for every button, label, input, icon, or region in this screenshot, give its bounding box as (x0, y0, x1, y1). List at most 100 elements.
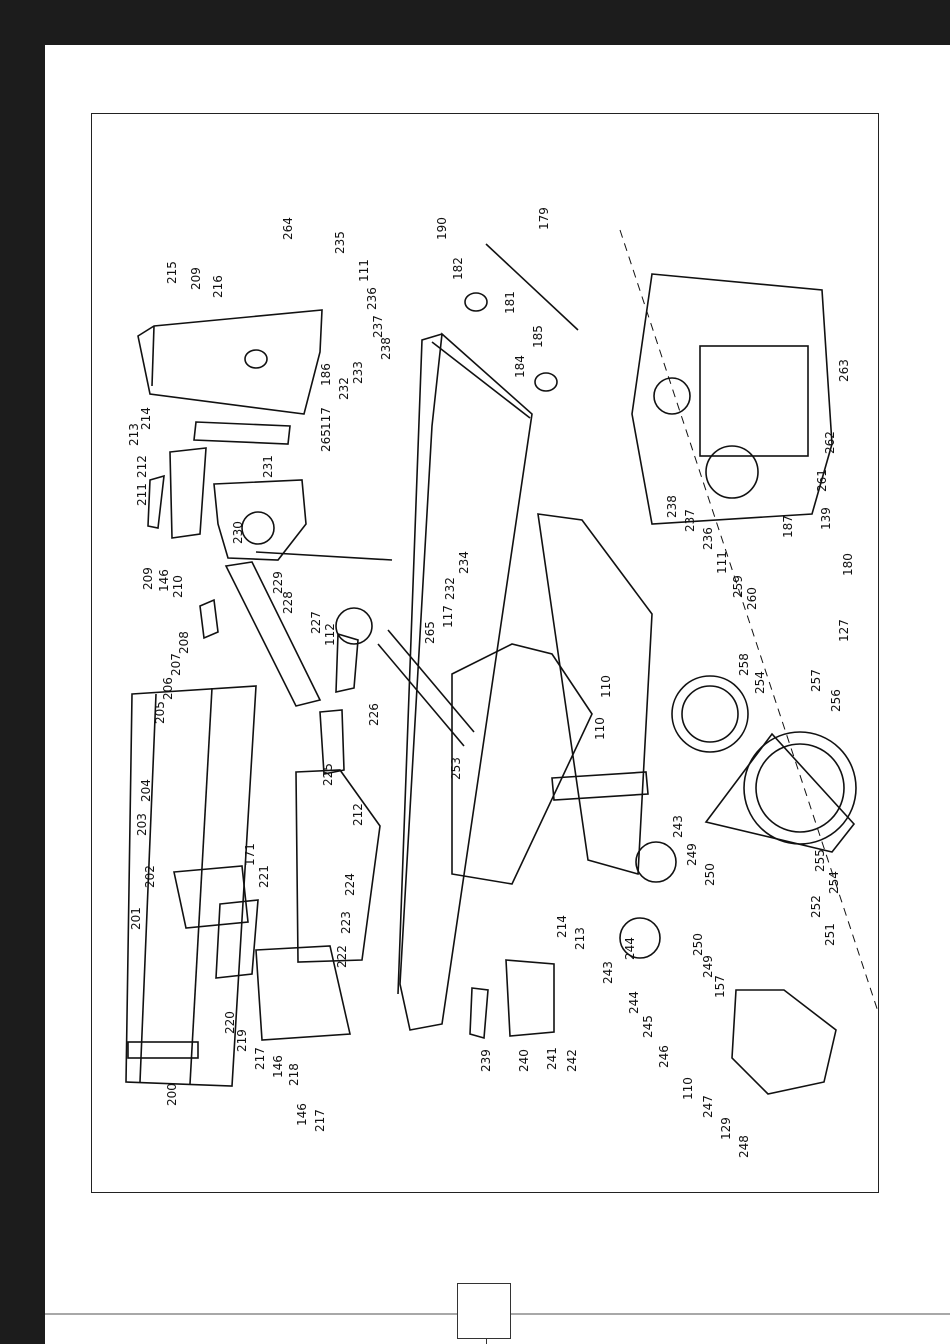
label-241: 241 (545, 1047, 559, 1070)
label-222: 222 (335, 945, 349, 968)
guard-hole (244, 349, 268, 369)
label-214-top: 214 (139, 407, 153, 430)
guard-housing (137, 309, 323, 415)
label-256: 256 (829, 689, 843, 712)
label-242: 242 (565, 1049, 579, 1072)
label-200: 200 (165, 1083, 179, 1106)
label-211: 211 (135, 483, 149, 506)
label-146-c: 146 (295, 1103, 309, 1126)
label-208: 208 (177, 631, 191, 654)
label-117-b: 117 (441, 605, 455, 628)
cover-plate (193, 421, 291, 445)
label-245: 245 (641, 1015, 655, 1038)
main-table (399, 332, 533, 1031)
label-205: 205 (153, 701, 167, 724)
part-200 (127, 1041, 199, 1059)
pulley-258 (671, 675, 749, 753)
label-223: 223 (339, 911, 353, 934)
chain-248 (731, 989, 837, 1095)
label-212-top: 212 (135, 455, 149, 478)
label-127: 127 (837, 619, 851, 642)
label-217-a: 217 (253, 1047, 267, 1070)
plate-224 (295, 769, 381, 963)
label-234: 234 (457, 551, 471, 574)
gear-112 (335, 607, 373, 645)
label-239: 239 (479, 1049, 493, 1072)
label-243-b: 243 (601, 961, 615, 984)
label-110-a: 110 (599, 675, 613, 698)
label-230: 230 (231, 521, 245, 544)
label-210: 210 (171, 575, 185, 598)
base-bracket (255, 945, 351, 1041)
label-238: 238 (379, 337, 393, 360)
label-213-top: 213 (127, 423, 141, 446)
label-111: 111 (357, 259, 371, 282)
bracket-240 (505, 959, 555, 1037)
label-171: 171 (243, 843, 257, 866)
label-209-b: 209 (141, 567, 155, 590)
label-238-b: 238 (665, 495, 679, 518)
cover-window (699, 345, 809, 457)
label-253: 253 (449, 757, 463, 780)
ring-182 (464, 292, 488, 312)
label-249-b: 249 (701, 955, 715, 978)
label-212-mid: 212 (351, 803, 365, 826)
label-232-top: 232 (337, 377, 351, 400)
label-218: 218 (287, 1063, 301, 1086)
main-body-253 (451, 643, 593, 885)
label-157: 157 (713, 975, 727, 998)
label-224: 224 (343, 873, 357, 896)
label-181: 181 (503, 291, 517, 314)
label-228: 228 (281, 591, 295, 614)
label-184: 184 (513, 355, 527, 378)
label-207: 207 (169, 653, 183, 676)
left-black-bar (0, 45, 45, 1344)
label-252: 252 (809, 895, 823, 918)
label-117-top: 117 (319, 407, 333, 430)
label-182: 182 (451, 257, 465, 280)
label-221: 221 (257, 865, 271, 888)
label-264: 264 (281, 217, 295, 240)
right-frame (537, 513, 653, 876)
label-246: 246 (657, 1045, 671, 1068)
label-265-b: 265 (423, 621, 437, 644)
label-180: 180 (841, 553, 855, 576)
label-225: 225 (321, 763, 335, 786)
label-240: 240 (517, 1049, 531, 1072)
label-255: 255 (813, 849, 827, 872)
label-214-b: 214 (555, 915, 569, 938)
motor-cover-262 (631, 273, 833, 525)
main-rail-204 (125, 685, 257, 1087)
label-261: 261 (815, 469, 829, 492)
label-243-a: 243 (671, 815, 685, 838)
label-202: 202 (143, 865, 157, 888)
label-216: 216 (211, 275, 225, 298)
label-250-a: 250 (703, 863, 717, 886)
label-217-b: 217 (313, 1109, 327, 1132)
label-179: 179 (537, 207, 551, 230)
label-209: 209 (189, 267, 203, 290)
top-black-bar (0, 0, 950, 45)
page-box-tick (486, 1339, 487, 1344)
label-129: 129 (719, 1117, 733, 1140)
blade-guard-shoe (213, 479, 307, 561)
label-203: 203 (135, 813, 149, 836)
label-110-c: 110 (681, 1077, 695, 1100)
label-235: 235 (333, 231, 347, 254)
exploded-parts-diagram: 264 235 111 236 237 238 215 209 216 186 … (125, 207, 878, 1158)
pin-239 (469, 987, 489, 1040)
page-number-box (457, 1283, 511, 1339)
label-146-a: 146 (157, 569, 171, 592)
label-215: 215 (165, 261, 179, 284)
label-226: 226 (367, 703, 381, 726)
label-232-b: 232 (443, 577, 457, 600)
label-251: 251 (823, 923, 837, 946)
carriage-201 (173, 865, 249, 929)
fence-bar (224, 561, 322, 707)
part-number-labels: 264 235 111 236 237 238 215 209 216 186 … (127, 207, 855, 1158)
label-237-b: 237 (683, 509, 697, 532)
label-262: 262 (823, 431, 837, 454)
label-250-b: 250 (691, 933, 705, 956)
label-213-b: 213 (573, 927, 587, 950)
label-139: 139 (819, 507, 833, 530)
